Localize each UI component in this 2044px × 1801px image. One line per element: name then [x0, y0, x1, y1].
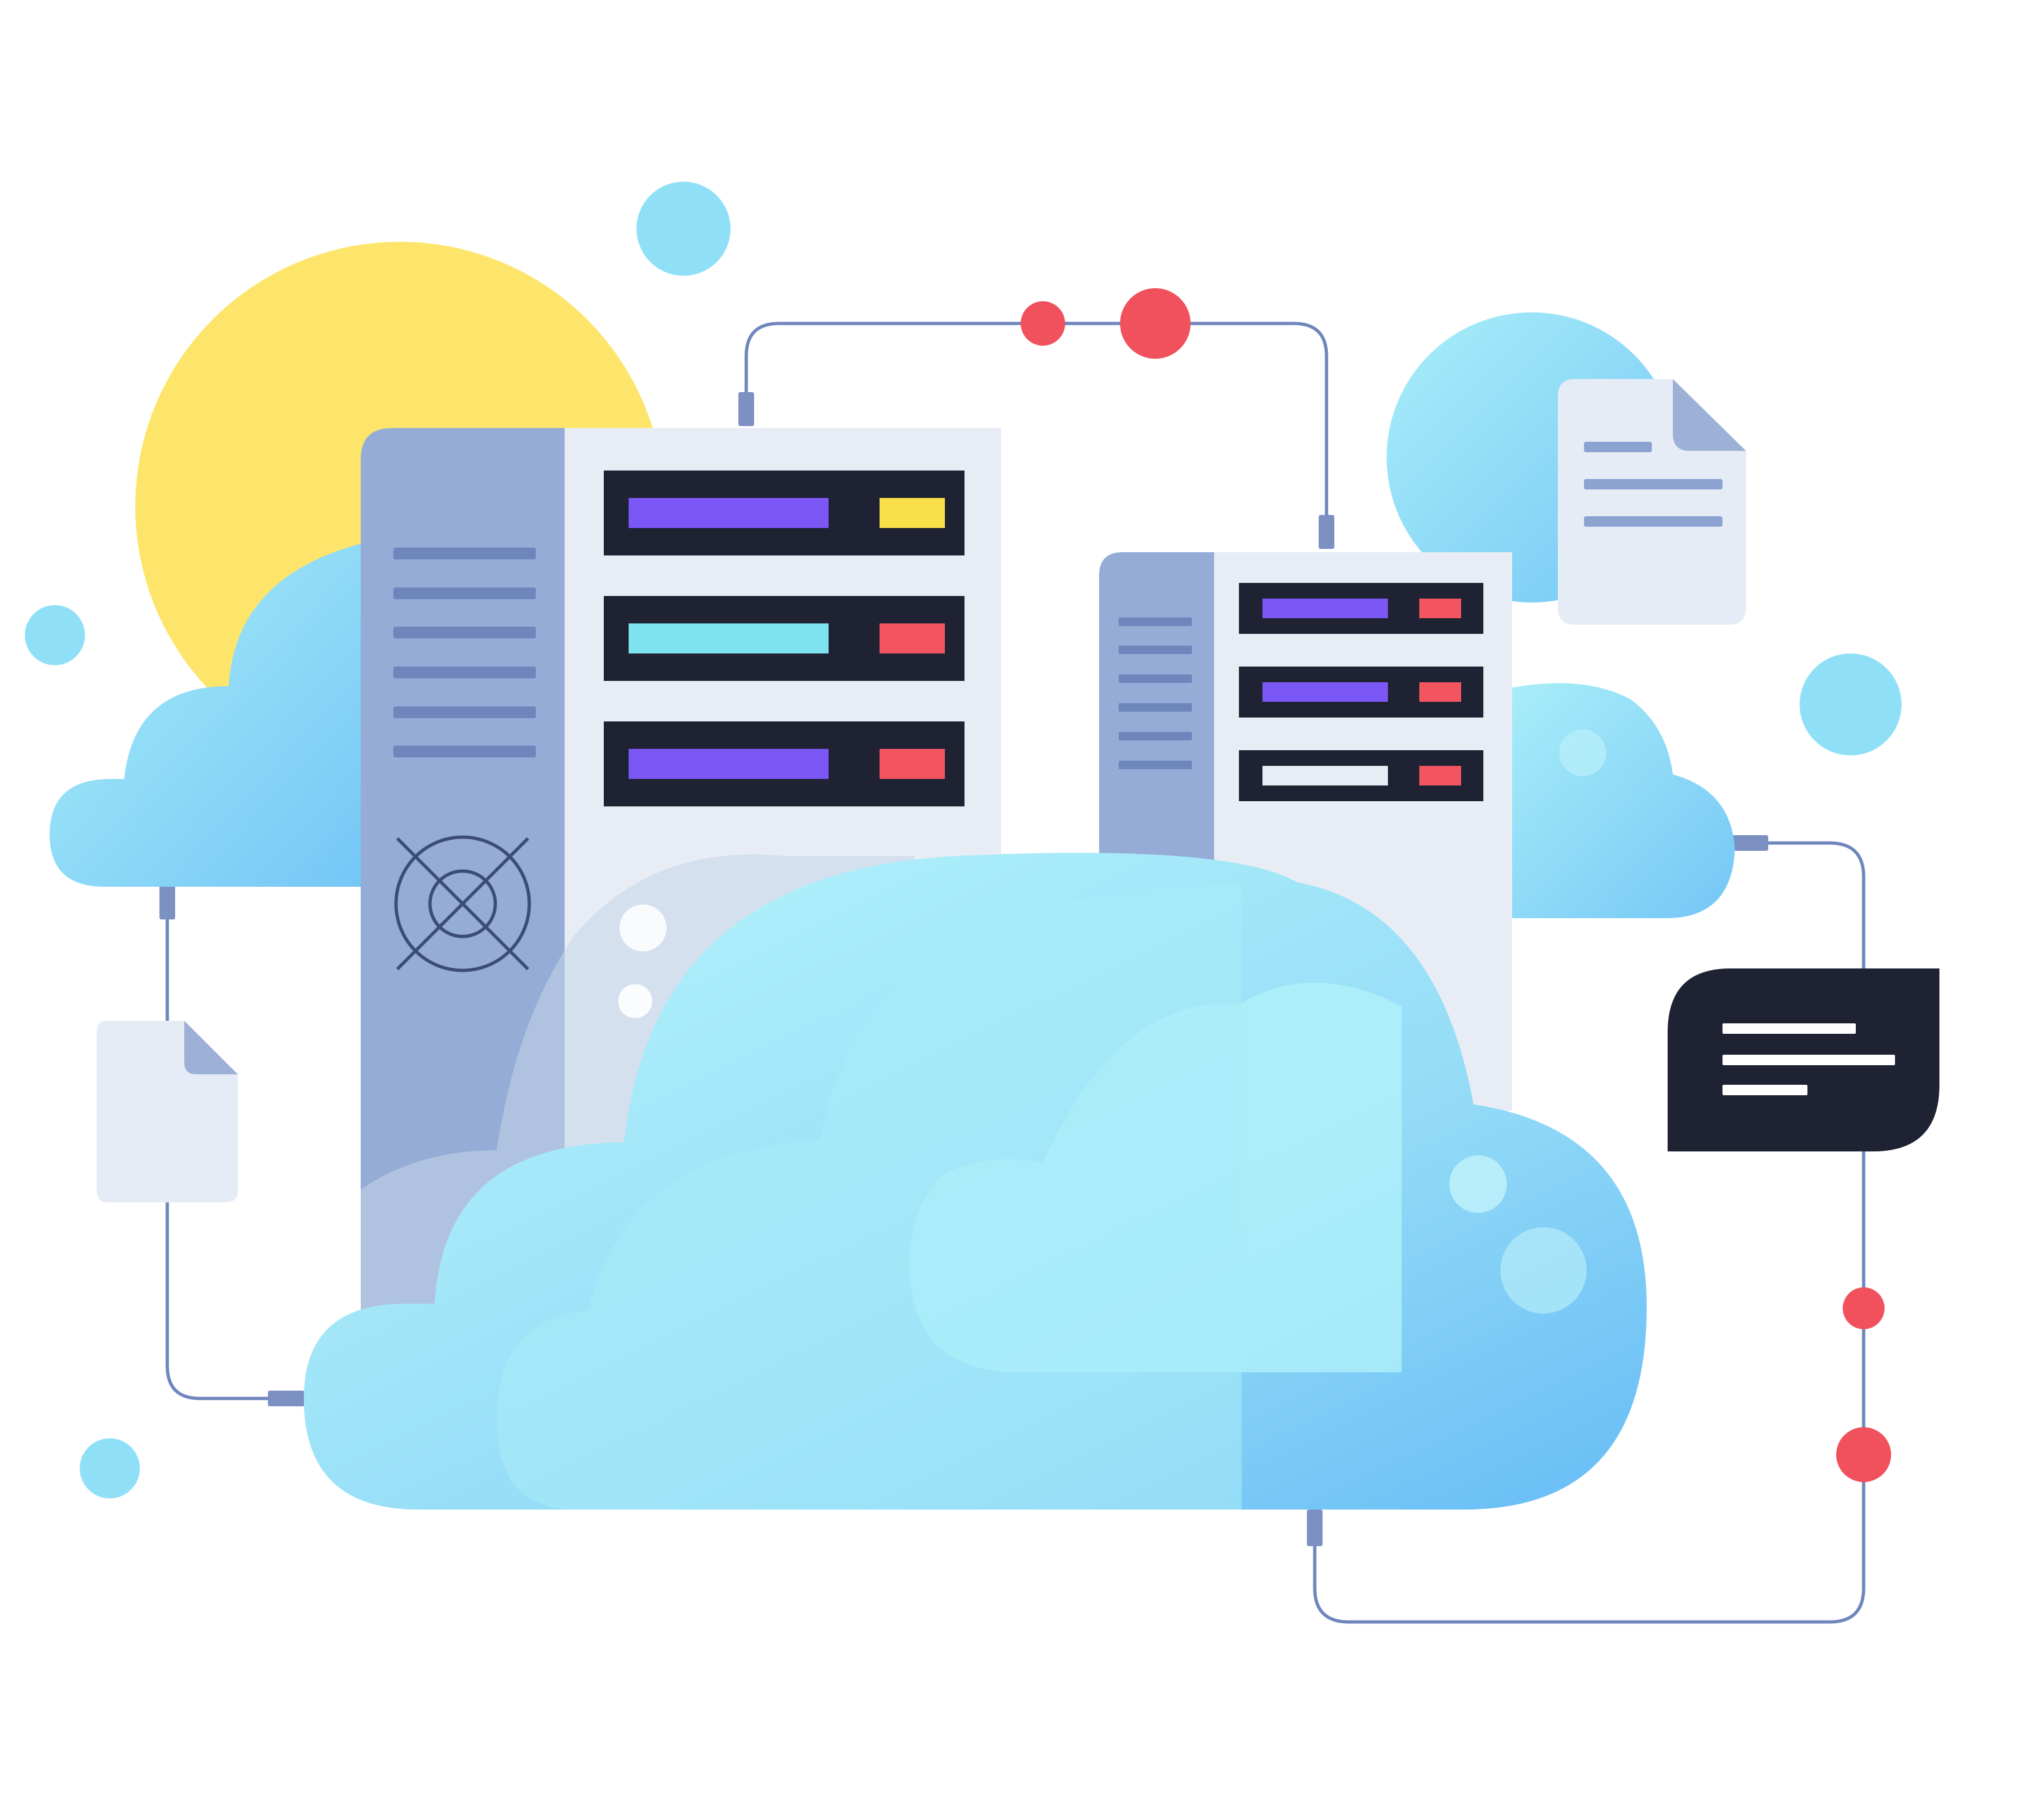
network-node-icon	[1120, 288, 1191, 359]
bubble-dot	[80, 1438, 140, 1498]
cloud-icon	[1503, 683, 1735, 918]
network-node-icon	[1021, 301, 1065, 346]
decor-bubbles	[25, 182, 1902, 1498]
server-slot	[604, 596, 964, 681]
server-slot	[1239, 750, 1483, 801]
server-vent	[393, 548, 536, 757]
bubble-dot	[618, 984, 652, 1018]
bubble-dot	[25, 605, 85, 665]
cloud-icon	[304, 853, 1647, 1510]
fan-icon	[394, 835, 531, 972]
document-icon	[97, 1021, 238, 1202]
network-node-icon	[1843, 1287, 1885, 1329]
connector-plugs	[159, 392, 1768, 1546]
bubble-dot	[1559, 729, 1606, 776]
cloud-icon	[50, 542, 366, 887]
bubble-dot	[619, 904, 667, 951]
bubble-dot	[1800, 653, 1902, 755]
server-slot	[604, 721, 964, 806]
server-slot	[604, 471, 964, 555]
connector-line	[165, 889, 301, 1400]
server-vent	[1119, 618, 1192, 769]
network-nodes	[1021, 288, 1891, 1482]
network-node-icon	[1836, 1427, 1891, 1482]
bubble-dot	[636, 182, 731, 276]
connector-line	[1313, 841, 1866, 1624]
chat-bubble-icon	[1668, 968, 1939, 1151]
server-slot	[1239, 667, 1483, 718]
document-icon	[1558, 379, 1746, 625]
server-slot	[1239, 583, 1483, 634]
